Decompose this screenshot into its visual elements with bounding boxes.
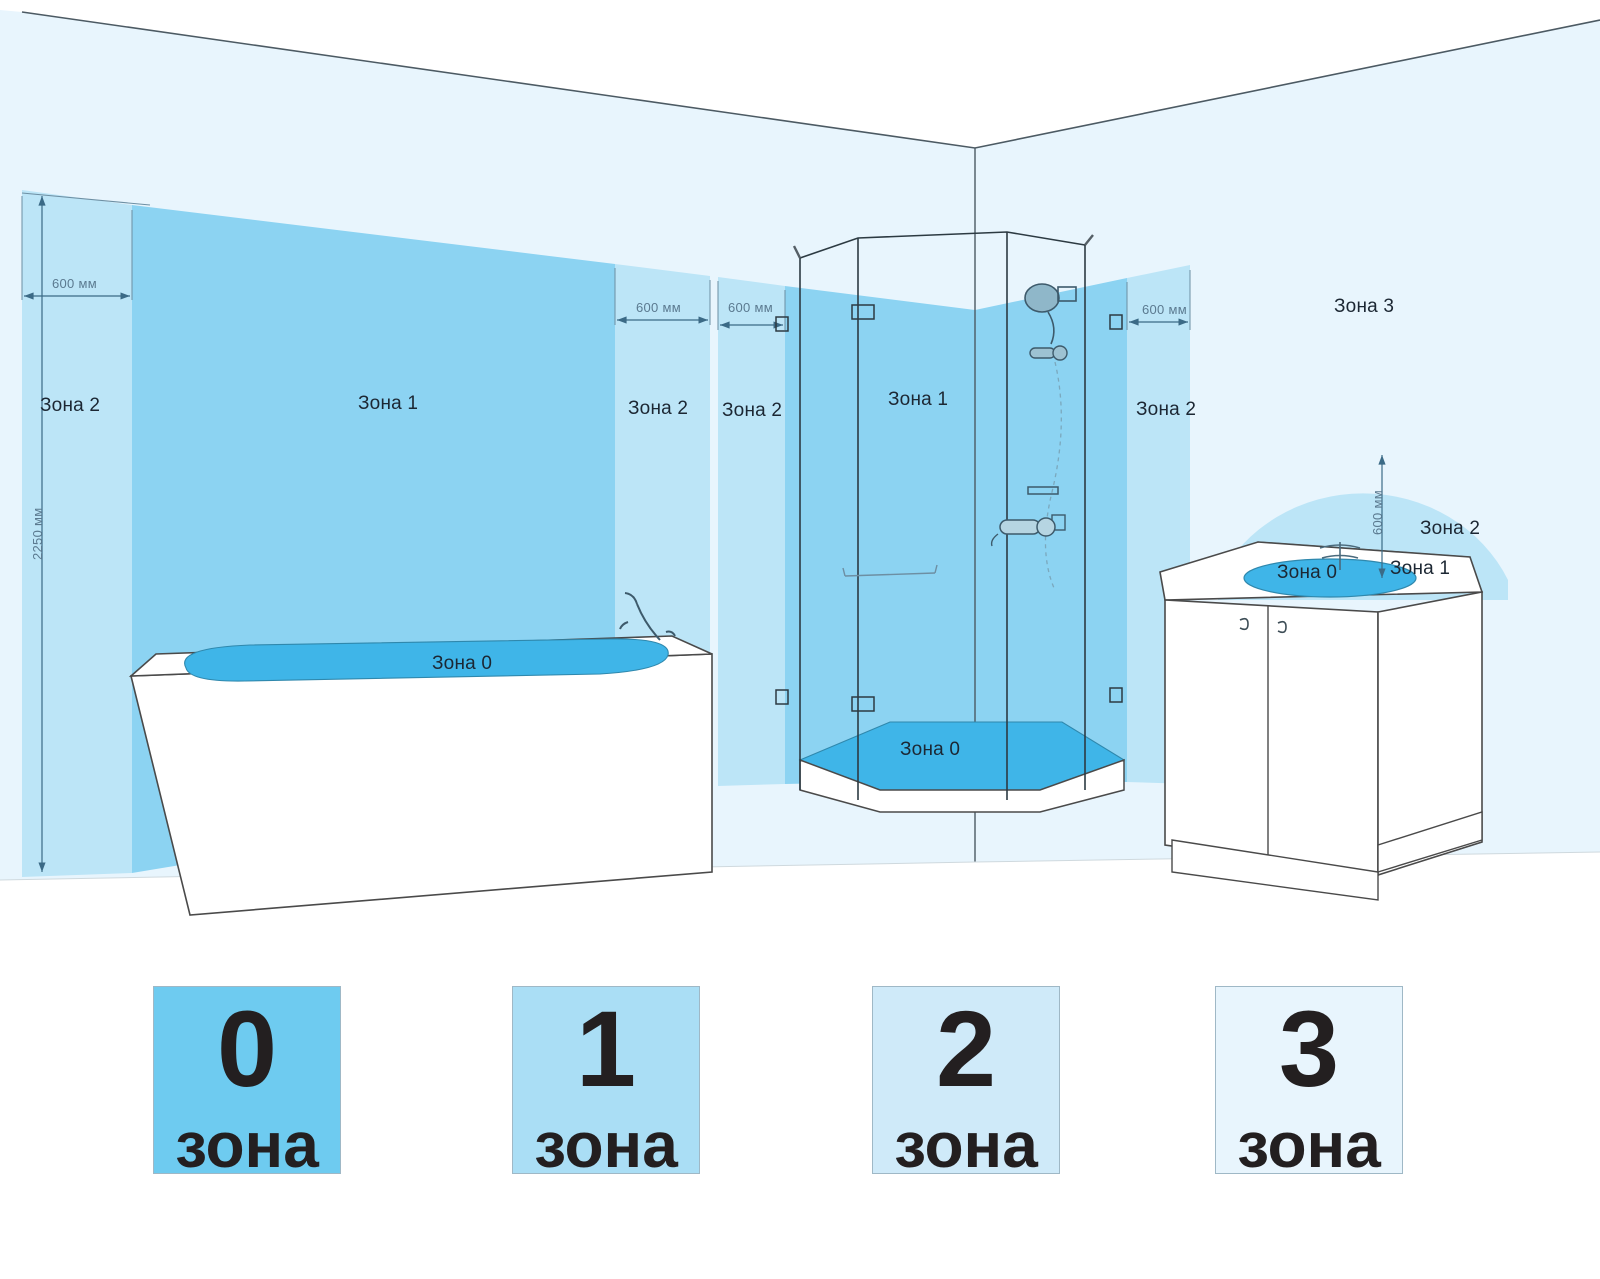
label-shower-zone2-right: Зона 2 [1136,399,1197,420]
legend-number-2: 2 [935,988,997,1109]
dim-shower-right-600: 600 мм [1142,302,1187,317]
label-sink-zone0: Зона 0 [1277,562,1338,583]
legend-card-0: 0 зона [153,986,341,1177]
label-room-zone3: Зона 3 [1334,296,1395,317]
label-bath-zone0: Зона 0 [432,653,493,674]
shower-shelf-icon [1027,486,1059,495]
room-scene: Зона 2 Зона 1 Зона 2 Зона 0 600 мм 600 м… [0,0,1600,916]
legend-word-1: зона [534,1109,678,1181]
label-bath-zone1: Зона 1 [358,393,419,414]
dim-bath-2250: 2250 мм [30,507,45,560]
label-bath-zone2-left: Зона 2 [40,395,101,416]
shower-hose [1044,361,1062,589]
shower-head-icon [1024,283,1077,345]
fixtures-and-dimensions [21,192,1484,916]
legend-word-0: зона [175,1109,319,1181]
legend-word-3: зона [1237,1109,1381,1181]
dim-bath-left-600: 600 мм [52,276,97,291]
legend-card-2: 2 зона [872,986,1060,1177]
bath-zone2-left-band [22,190,132,877]
shower-hinge-icons [775,304,1123,712]
bathtub-water-zone0 [184,638,669,682]
dim-bath-right-600: 600 мм [636,300,681,315]
sink-cabinet-front [1164,599,1379,876]
label-shower-zone0: Зона 0 [900,739,961,760]
label-shower-zone2-left: Зона 2 [722,400,783,421]
dim-sink-600: 600 мм [1370,490,1385,535]
dim-shower-left-600: 600 мм [728,300,773,315]
shower-top-bracket-icons [792,234,1094,259]
label-sink-zone1: Зона 1 [1390,558,1451,579]
label-sink-zone2: Зона 2 [1420,518,1481,539]
sink-faucet-icon [1319,542,1361,570]
sink-cabinet-plinth [1171,839,1379,901]
shower-zone2-left-band [718,277,785,786]
sink-cabinet-side [1377,591,1483,877]
shower-towel-bar-icon [842,564,938,577]
sink-cabinet-handle-icons [1239,617,1287,634]
legend-number-1: 1 [575,988,637,1109]
bathtub-faucet-icon [619,592,676,641]
shower-holder-icon [1029,345,1068,361]
shower-zone1-band-left [785,286,975,784]
label-bath-zone2-right: Зона 2 [628,398,689,419]
legend-card-3: 3 зона [1215,986,1403,1177]
bathtub-body [129,653,713,916]
ceiling-surface [0,0,1600,148]
legend-card-1: 1 зона [512,986,700,1177]
shower-glass-frame [799,231,1086,800]
legend-number-3: 3 [1278,988,1340,1109]
legend-word-2: зона [894,1109,1038,1181]
legend-number-0: 0 [216,988,278,1109]
ceiling-edge-line [21,11,1600,149]
sink-basin-zone0 [1243,558,1417,598]
shower-tray-base [799,758,1125,813]
label-shower-zone1: Зона 1 [888,389,949,410]
zone-legend: 0 зона 1 зона 2 зона 3 зона [0,940,1600,1279]
shower-mixer-icon [990,517,1056,547]
